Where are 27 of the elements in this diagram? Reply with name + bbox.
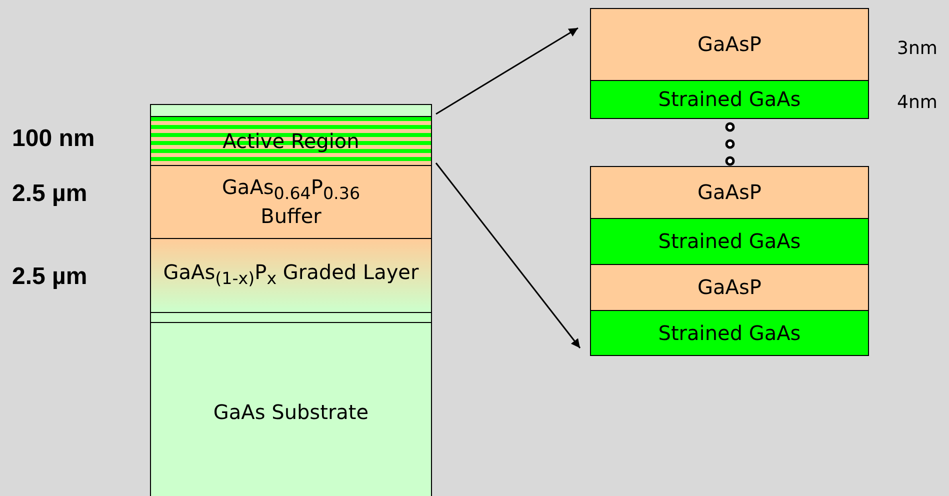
- layer-label: Strained GaAs: [658, 88, 801, 111]
- thickness-label: 100 nm: [12, 125, 95, 153]
- barrier-layer: [590, 264, 869, 311]
- thickness-label: 4nm: [897, 92, 938, 113]
- quantum-well-layer: [590, 218, 869, 265]
- layer-label: Strained GaAs: [658, 322, 801, 344]
- arrow: [435, 162, 581, 348]
- quantum-well-layer: [590, 80, 869, 119]
- layer-label: GaAs$_{(1-x)}$P$_{x}$ Graded Layer: [163, 261, 419, 290]
- layer-label: GaAs Substrate: [213, 400, 369, 424]
- thickness-label: 2.5 µm: [12, 180, 88, 208]
- layer-label: GaAsP: [698, 276, 762, 299]
- buffer-layer: [150, 165, 432, 239]
- layer-label: GaAsP: [698, 181, 762, 204]
- substrate-layer: [150, 322, 432, 496]
- arrow: [436, 27, 578, 115]
- layer-label: GaAsP: [698, 33, 762, 56]
- barrier-layer: [590, 8, 869, 81]
- barrier-layer: [590, 166, 869, 219]
- thickness-label: 2.5 µm: [12, 263, 88, 291]
- thickness-label: 3nm: [897, 38, 938, 59]
- quantum-well-layer: [590, 310, 869, 356]
- layer-label: GaAs$_{0.64}$P$_{0.36}$ Buffer: [220, 176, 362, 228]
- graded-layer: [150, 238, 432, 313]
- thin-layer: [150, 312, 432, 323]
- layer-label: Strained GaAs: [658, 230, 801, 253]
- cap-layer: [150, 104, 432, 117]
